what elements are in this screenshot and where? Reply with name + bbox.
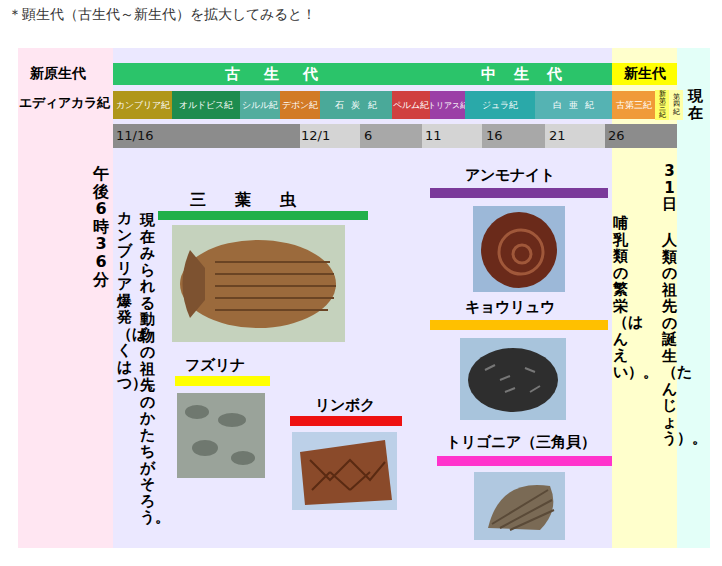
- fusulina-shell: [231, 451, 255, 465]
- time-note: 午後6時36分: [93, 165, 109, 288]
- date-bar: [605, 124, 677, 148]
- period-cell: 石炭紀: [320, 91, 392, 119]
- date-label: 26: [608, 128, 625, 143]
- range-bar: [175, 376, 270, 386]
- node-label: カンブリア紀: [116, 99, 170, 112]
- period-cell: オルドビス紀: [172, 91, 240, 119]
- fossil-name: 三葉虫: [190, 190, 324, 211]
- event-note: 人類の祖先の誕生（たんじょう）。: [662, 232, 677, 447]
- node-label: 石炭紀: [328, 99, 384, 112]
- fossil-name: フズリナ: [185, 356, 245, 375]
- trilobite-head: [183, 250, 206, 318]
- node-label: 白亜紀: [546, 99, 602, 112]
- date-bar: [113, 124, 300, 148]
- node-label: ジュラ紀: [482, 99, 518, 112]
- fossil-photo: [474, 472, 565, 540]
- node-label: 中生代: [463, 65, 580, 84]
- date-label: 16: [486, 128, 503, 143]
- ammonite-spiral: [513, 245, 531, 263]
- node-label: 新第三紀: [659, 91, 666, 120]
- node-label: 古生代: [201, 65, 342, 84]
- fossil-photo: [473, 206, 565, 292]
- fossil-name: リンボク: [315, 396, 375, 415]
- node-label: ペルム紀: [393, 99, 429, 112]
- trilobite-body: [180, 240, 336, 328]
- date-label: 11/16: [116, 128, 153, 143]
- cenozoic-region: [612, 48, 677, 548]
- node-label: 第四紀: [673, 94, 680, 115]
- date-bar: [482, 124, 545, 148]
- dinosaur-fossil: [468, 348, 558, 412]
- event-note: 現在みられる動物の祖先のかたちがそろう。: [140, 212, 155, 526]
- fossil-photo: [460, 338, 566, 420]
- period-cell: カンブリア紀: [113, 91, 172, 119]
- fossil-photo: [177, 393, 265, 478]
- date-bar: [422, 124, 482, 148]
- paleo-mesozoic-region: [113, 48, 612, 548]
- date-bar: [300, 124, 360, 148]
- date-label: 6: [364, 128, 372, 143]
- present-label: 現在: [688, 88, 703, 121]
- date-bar: [360, 124, 422, 148]
- bark-pattern: [310, 460, 385, 490]
- era-band: 新生代: [612, 63, 677, 85]
- period-cell: 古第三紀: [612, 91, 655, 119]
- ammonite-shell: [481, 212, 557, 288]
- era-band: 中生代: [430, 63, 612, 85]
- lepidodendron-bark: [300, 440, 392, 505]
- fusulina-shell: [185, 405, 209, 419]
- fossil-name: アンモナイト: [465, 166, 555, 185]
- node-label: 新生代: [624, 65, 666, 83]
- node-label: オルドビス紀: [179, 99, 233, 112]
- fossil-photo: [292, 432, 397, 510]
- range-bar: [437, 456, 612, 466]
- date-bar: [545, 124, 605, 148]
- range-bar: [290, 416, 402, 426]
- range-bar: [430, 188, 608, 198]
- fusulina-shell: [218, 413, 246, 427]
- period-cell: トリアス紀: [430, 91, 465, 119]
- trigonia-shell: [488, 485, 553, 530]
- period-cell: 第四紀: [669, 90, 683, 120]
- period-cell: ペルム紀: [392, 91, 430, 119]
- shell-ribs: [492, 490, 554, 530]
- node-label: シルル紀: [242, 99, 278, 112]
- fossil-name: トリゴニア（三角貝）: [446, 433, 596, 452]
- period-cell: 白亜紀: [535, 91, 612, 119]
- era-band: 古生代: [113, 63, 430, 85]
- fossil-name: キョウリュウ: [465, 298, 555, 317]
- date-note: 31日: [662, 163, 677, 213]
- node-label: トリアス紀: [428, 100, 468, 111]
- ammonite-spiral: [499, 230, 543, 274]
- period-name: エディアカラ紀: [19, 94, 110, 112]
- page-title: ＊顕生代（古生代～新生代）を拡大してみると！: [8, 6, 316, 24]
- present-region: [677, 48, 710, 548]
- event-note: 哺乳類の繁栄（はんえい）。: [613, 215, 628, 380]
- date-label: 21: [549, 128, 566, 143]
- period-cell: デボン紀: [280, 91, 320, 119]
- fossil-texture: [485, 365, 540, 392]
- period-cell: シルル紀: [240, 91, 280, 119]
- neoproterozoic-region: [18, 48, 113, 548]
- date-label: 12/1: [301, 128, 330, 143]
- era-name: 新原生代: [30, 65, 86, 83]
- trilobite-segments: [215, 262, 336, 310]
- node-label: デボン紀: [282, 99, 318, 112]
- range-bar: [430, 320, 608, 330]
- range-bar: [158, 211, 368, 220]
- fusulina-shell: [192, 440, 218, 456]
- period-cell: 新第三紀: [655, 90, 669, 120]
- fossil-photo: [172, 225, 345, 342]
- date-label: 11: [425, 128, 442, 143]
- period-cell: ジュラ紀: [465, 91, 535, 119]
- event-note: カンブリア爆発（ばくはつ）。: [117, 210, 132, 392]
- node-label: 古第三紀: [616, 99, 652, 112]
